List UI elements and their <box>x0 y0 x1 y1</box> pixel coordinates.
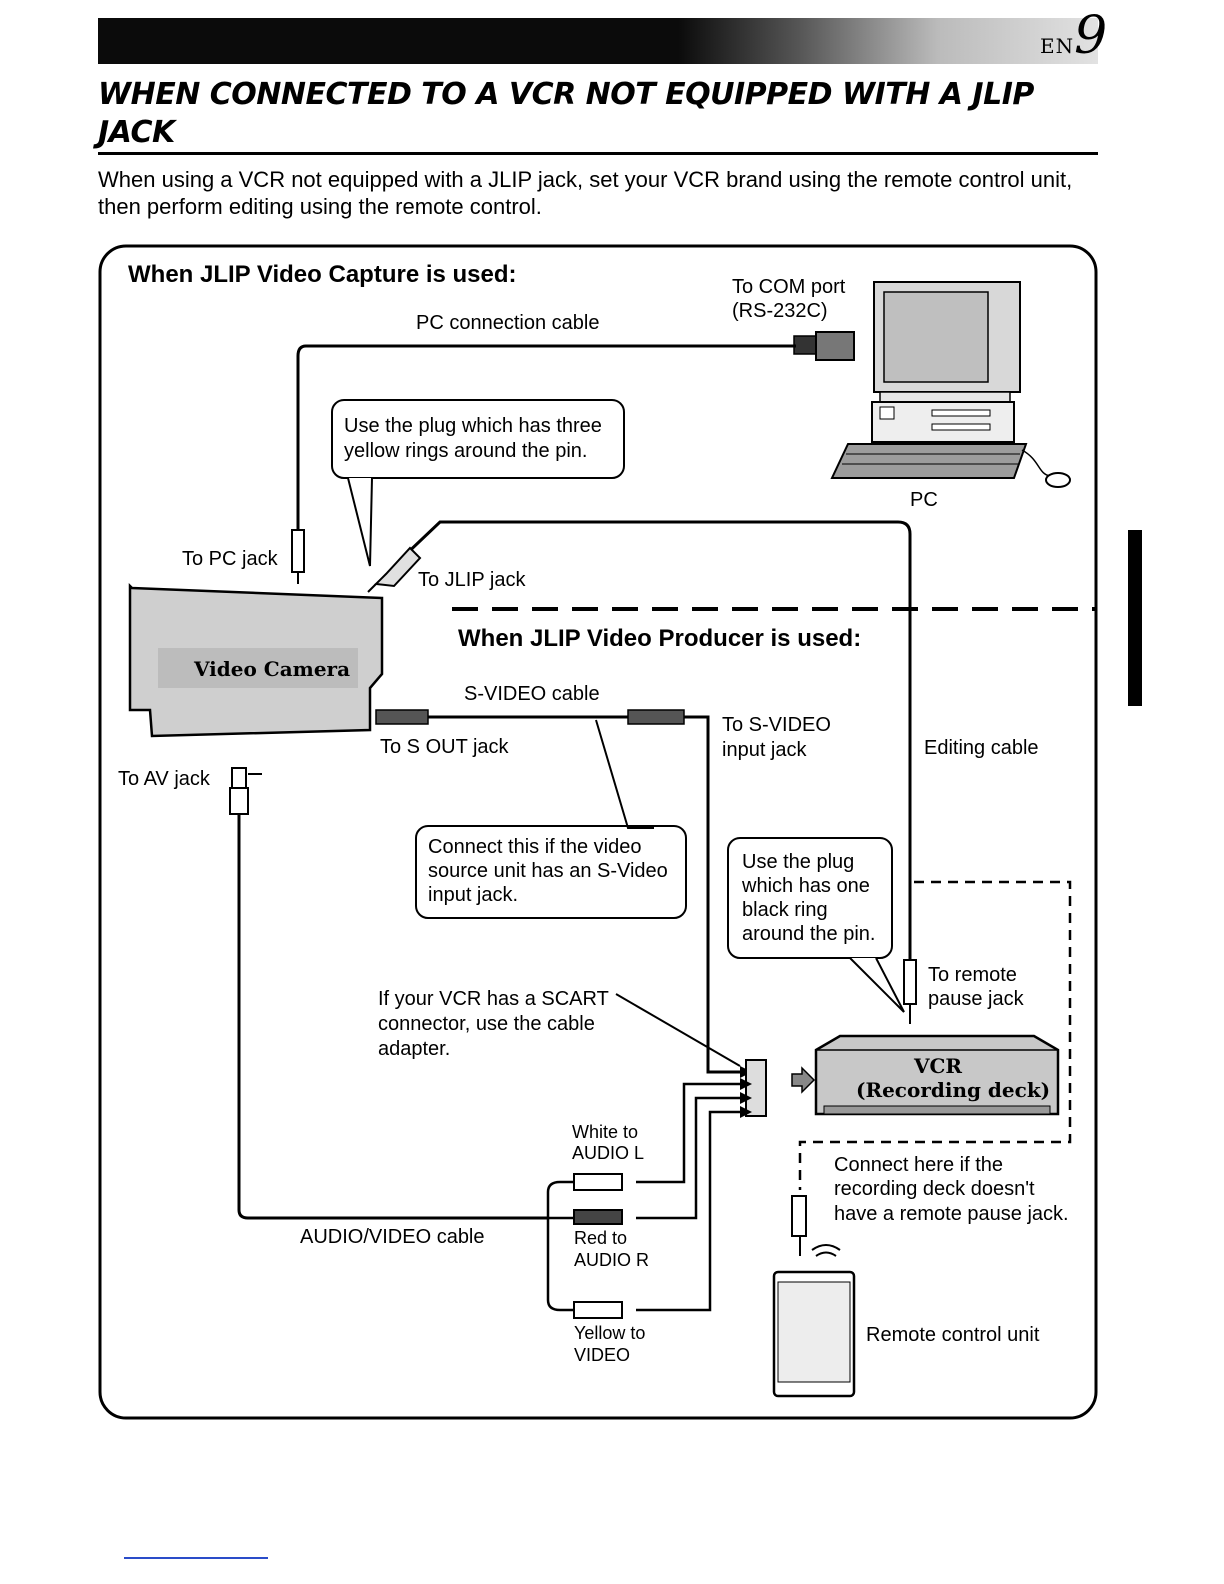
page-number-value: 9 <box>1074 6 1108 66</box>
note-black-line2: which has one <box>741 875 870 897</box>
note-black-line1: Use the plug <box>742 851 854 873</box>
pc-connection-cable <box>296 344 796 530</box>
editing-cable <box>398 520 912 960</box>
diagram-frame <box>98 244 1098 1420</box>
connect-here-line1: Connect here if the <box>834 1154 1003 1176</box>
to-pc-jack-label: To PC jack <box>182 548 279 570</box>
title-rule <box>98 152 1098 155</box>
yellow-line2: VIDEO <box>574 1345 630 1365</box>
note-svideo-pointer <box>595 719 654 829</box>
producer-heading: When JLIP Video Producer is used: <box>458 625 861 652</box>
white-plug-icon <box>573 1173 623 1191</box>
vcr-icon <box>814 1034 1060 1116</box>
note-svideo-box <box>415 825 687 919</box>
remote-control-label: Remote control unit <box>866 1324 1040 1346</box>
scart-adapter-icon <box>745 1059 816 1117</box>
pc-label: PC <box>910 489 938 511</box>
capture-heading: When JLIP Video Capture is used: <box>128 261 517 288</box>
video-camera-icon <box>128 582 384 738</box>
note-svideo-line1: Connect this if the video <box>428 836 641 858</box>
note-yellow-line1: Use the plug which has three <box>344 415 602 437</box>
vcr-line2: (Recording deck) <box>856 1078 1050 1102</box>
svideo-cable-label: S-VIDEO cable <box>464 683 600 705</box>
note-black-ring-pointer <box>849 957 905 1013</box>
page-title: WHEN CONNECTED TO A VCR NOT EQUIPPED WIT… <box>98 77 1034 150</box>
page-number: EN9 <box>1040 6 1107 76</box>
to-remote-line1: To remote <box>928 964 1017 986</box>
alt-remote-dashed-path <box>798 880 1072 1190</box>
vcr-line1: VCR <box>913 1054 962 1078</box>
language-badge: EN <box>1040 34 1075 58</box>
to-svideo-line1: To S-VIDEO <box>722 714 831 736</box>
pc-icon <box>830 281 1071 488</box>
intro-paragraph: When using a VCR not equipped with a JLI… <box>98 167 1073 219</box>
sidebar-tab <box>1128 530 1142 706</box>
red-line2: AUDIO R <box>574 1250 649 1270</box>
editing-cable-label: Editing cable <box>924 737 1039 759</box>
to-s-out-label: To S OUT jack <box>380 736 510 758</box>
note-black-line4: around the pin. <box>742 923 875 945</box>
note-yellow-rings-box <box>331 399 625 479</box>
note-svideo-line3: input jack. <box>428 884 518 906</box>
remote-pause-plug-icon <box>903 959 917 1005</box>
jlip-plug-icon <box>373 546 422 588</box>
com-port-sub: (RS-232C) <box>732 300 828 322</box>
red-plug-icon <box>573 1209 623 1225</box>
scart-line3: adapter. <box>378 1038 450 1060</box>
com-port-label: To COM port <box>732 276 846 298</box>
connect-here-line3: have a remote pause jack. <box>834 1203 1069 1225</box>
camera-label: Video Camera <box>193 657 350 681</box>
to-jlip-jack-label: To JLIP jack <box>418 569 526 591</box>
red-line1: Red to <box>574 1228 627 1248</box>
com-connector-icon <box>793 331 855 361</box>
header-bar <box>98 18 1098 64</box>
note-black-line3: black ring <box>742 899 828 921</box>
note-svideo-line2: source unit has an S-Video <box>428 860 668 882</box>
to-svideo-line2: input jack <box>722 739 807 761</box>
connect-here-line2: recording deck doesn't <box>834 1178 1035 1200</box>
av-cable-label: AUDIO/VIDEO cable <box>300 1226 485 1248</box>
scart-line1: If your VCR has a SCART <box>378 988 609 1010</box>
yellow-plug-icon <box>573 1301 623 1319</box>
yellow-line1: Yellow to <box>574 1323 645 1343</box>
white-line2: AUDIO L <box>572 1143 644 1163</box>
note-yellow-rings-pointer <box>347 477 373 567</box>
svideo-cable <box>375 709 752 1078</box>
white-line1: White to <box>572 1122 638 1142</box>
scart-pointer <box>615 993 741 1067</box>
to-remote-line2: pause jack <box>928 988 1025 1010</box>
note-yellow-line2: yellow rings around the pin. <box>344 440 587 462</box>
to-av-jack-label: To AV jack <box>118 768 211 790</box>
footer-rule <box>124 1557 268 1559</box>
pc-jack-plug-icon <box>291 529 305 573</box>
note-black-ring-box <box>727 837 893 959</box>
scart-line2: connector, use the cable <box>378 1013 595 1035</box>
pc-cable-label: PC connection cable <box>416 312 599 334</box>
remote-control-icon <box>772 1195 856 1398</box>
av-cable <box>229 767 752 1319</box>
